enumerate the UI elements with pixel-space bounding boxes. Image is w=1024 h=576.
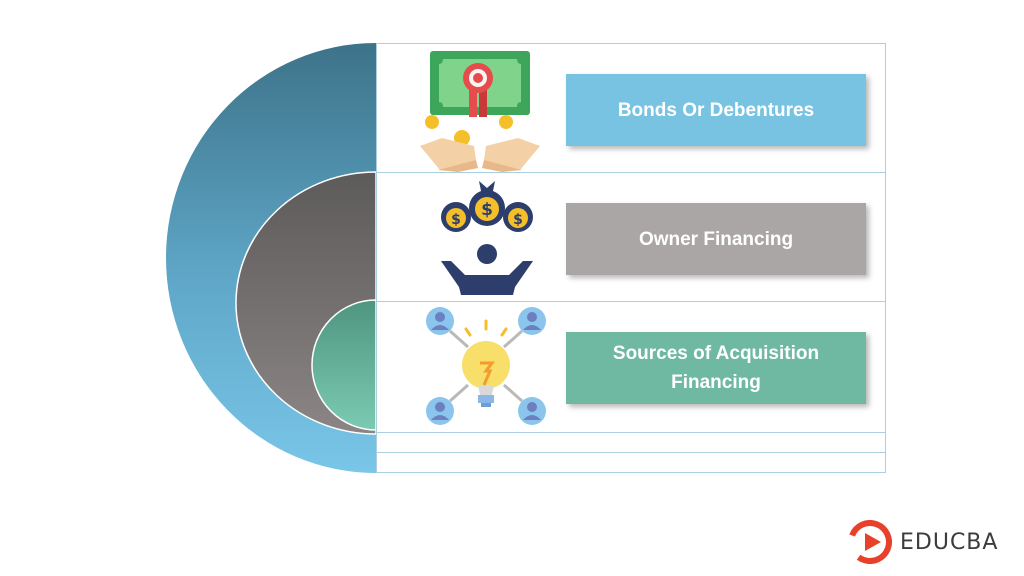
svg-text:$: $ [513, 212, 523, 228]
panel-row-5 [376, 452, 886, 473]
educba-logo: EDUCBA [848, 520, 998, 564]
svg-text:$: $ [481, 200, 493, 220]
person-money-bags-icon: $ $ $ [441, 181, 533, 295]
panel-row-4 [376, 432, 886, 453]
label-bonds-or-debentures: Bonds Or Debentures [566, 74, 866, 146]
certificate-hands-icon [420, 51, 540, 172]
svg-text:$: $ [451, 212, 461, 228]
label-sources-of-acquisition-financing: Sources of Acquisition Financing [566, 332, 866, 404]
educba-logo-icon [848, 520, 892, 564]
inner-arc [311, 299, 377, 431]
educba-logo-text: EDUCBA [900, 529, 999, 555]
lightbulb-network-icon [426, 307, 546, 425]
label-owner-financing: Owner Financing [566, 203, 866, 275]
